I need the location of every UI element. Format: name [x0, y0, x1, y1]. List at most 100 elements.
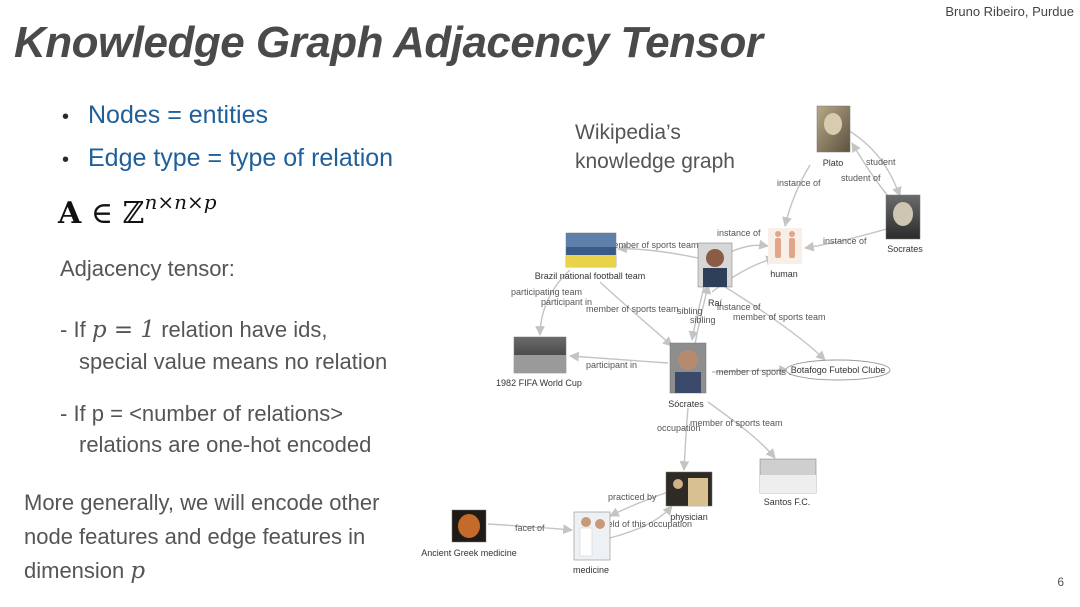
case-if: If — [73, 317, 86, 342]
edge-label: sibling — [690, 315, 716, 325]
node-label: human — [770, 269, 798, 279]
edge-label: member of sports team — [690, 418, 783, 428]
team-row — [566, 255, 616, 267]
graph-caption: Wikipedia’s knowledge graph — [575, 118, 735, 176]
edge-label: student of — [841, 173, 881, 183]
slide-title: Knowledge Graph Adjacency Tensor — [14, 18, 763, 67]
graph-node-botafogo: Botafogo Futebol Clube — [785, 359, 891, 381]
vase-shape — [458, 514, 480, 538]
case-math: p = 1 — [91, 317, 156, 343]
node-label: Santos F.C. — [764, 497, 811, 507]
graph-node-rai: Raí — [697, 242, 733, 308]
edge-socrates-human — [804, 227, 891, 252]
edge-label: participant in — [541, 297, 592, 307]
person-body — [579, 527, 593, 557]
case-p-relations: - If p = <number of relations> relations… — [60, 398, 371, 460]
person-body — [675, 372, 701, 393]
caption-line: knowledge graph — [575, 150, 735, 173]
edge-label: student — [866, 157, 896, 167]
case-text-line1: - If p = <number of relations> — [60, 401, 344, 426]
formula-exponent: n×n×p — [144, 190, 217, 214]
edge-player-worldcup — [569, 351, 669, 364]
case-text: relation have ids, — [161, 317, 328, 342]
general-line: node features and edge features in — [24, 524, 366, 549]
person-head — [581, 517, 591, 527]
author-credit: Bruno Ribeiro, Purdue — [945, 4, 1074, 19]
general-math-p: p — [130, 558, 146, 584]
node-label: Plato — [823, 158, 844, 168]
edge-label: instance of — [777, 178, 821, 188]
person-body — [703, 268, 727, 287]
formula-element-of: ∈ — [90, 196, 114, 231]
node-label: Sócrates — [668, 399, 704, 409]
node-label: Botafogo Futebol Clube — [791, 365, 886, 375]
bullet-dot-icon: • — [62, 149, 70, 171]
edge-label: participant in — [586, 360, 637, 370]
graph-node-physician: physician — [665, 471, 713, 522]
formula-symbol-a: A — [58, 196, 82, 231]
bullet-item: • Edge type = type of relation — [62, 141, 393, 184]
bullet-list: • Nodes = entities • Edge type = type of r… — [62, 98, 393, 184]
team-row — [760, 475, 816, 493]
bullet-dot-icon: • — [62, 106, 70, 128]
edge-rai-brazil — [617, 243, 699, 259]
page-number: 6 — [1057, 575, 1064, 589]
edge-rai-botafogo — [721, 284, 826, 361]
edge-label: member of sports team — [586, 304, 679, 314]
caption-line: Wikipedia’s — [575, 121, 681, 144]
edge-label: practiced by — [608, 492, 657, 502]
edge-player-santos — [707, 401, 776, 459]
node-label: physician — [670, 512, 708, 522]
formula-integer-set: ℤ — [122, 196, 145, 231]
case-text-line2: relations are one-hot encoded — [79, 432, 372, 457]
person-head — [706, 249, 724, 267]
photo-detail — [688, 478, 708, 506]
edge-label: participating team — [511, 287, 582, 297]
human-figures-icon — [768, 228, 802, 264]
graph-node-human: human — [768, 228, 802, 279]
edge-label: member of sports team — [716, 367, 809, 377]
edge-plato-human — [782, 164, 811, 227]
tensor-formula: A ∈ ℤn×n×p — [58, 190, 217, 231]
edge-medicine-physician — [609, 505, 673, 539]
bullet-item: • Nodes = entities — [62, 98, 393, 141]
node-label: Raí — [708, 298, 723, 308]
edge-label: sibling — [677, 306, 703, 316]
node-label: Ancient Greek medicine — [421, 548, 517, 558]
adjacency-label: Adjacency tensor: — [60, 256, 235, 281]
graph-node-socrates-player: Sócrates — [668, 342, 707, 409]
edge-labels: student student of instance of instance … — [511, 157, 896, 533]
bullet-text: Nodes = entities — [88, 101, 268, 129]
edge-label: member of sports team — [606, 240, 699, 250]
edge-label: field of this occupation — [603, 519, 692, 529]
node-label: 1982 FIFA World Cup — [496, 378, 582, 388]
general-text: dimension — [24, 558, 125, 583]
graph-node-greek-medicine: Ancient Greek medicine — [421, 509, 517, 558]
team-row — [566, 233, 616, 247]
graph-node-socrates: Socrates — [885, 194, 923, 254]
graph-node-brazil: Brazil national football team — [535, 232, 645, 281]
edge-socrates-plato — [851, 142, 889, 197]
general-note: More generally, we will encode other nod… — [24, 486, 379, 588]
graph-node-worldcup: 1982 FIFA World Cup — [496, 336, 582, 388]
graph-node-medicine: medicine — [573, 511, 611, 575]
edge-label: occupation — [657, 423, 701, 433]
case-dash: - — [60, 317, 68, 342]
edge-plato-socrates — [847, 129, 902, 197]
edge-player-botafogo — [711, 365, 789, 375]
edge-player-physician — [679, 407, 690, 471]
node-label: Socrates — [887, 244, 923, 254]
edge-socrates-sibling — [694, 284, 712, 346]
edge-label: facet of — [515, 523, 545, 533]
case-text-line2: special value means no relation — [79, 349, 388, 374]
case-p-equals-one: - If p = 1 relation have ids, special va… — [60, 314, 387, 377]
edge-label: instance of — [823, 236, 867, 246]
figure-body — [775, 238, 781, 258]
general-line: More generally, we will encode other — [24, 490, 380, 515]
edge-label: instance of — [717, 228, 761, 238]
node-label: medicine — [573, 565, 609, 575]
figure-head — [775, 231, 781, 237]
bullet-text: Edge type = type of relation — [88, 144, 394, 172]
bust-head-icon — [893, 202, 913, 226]
